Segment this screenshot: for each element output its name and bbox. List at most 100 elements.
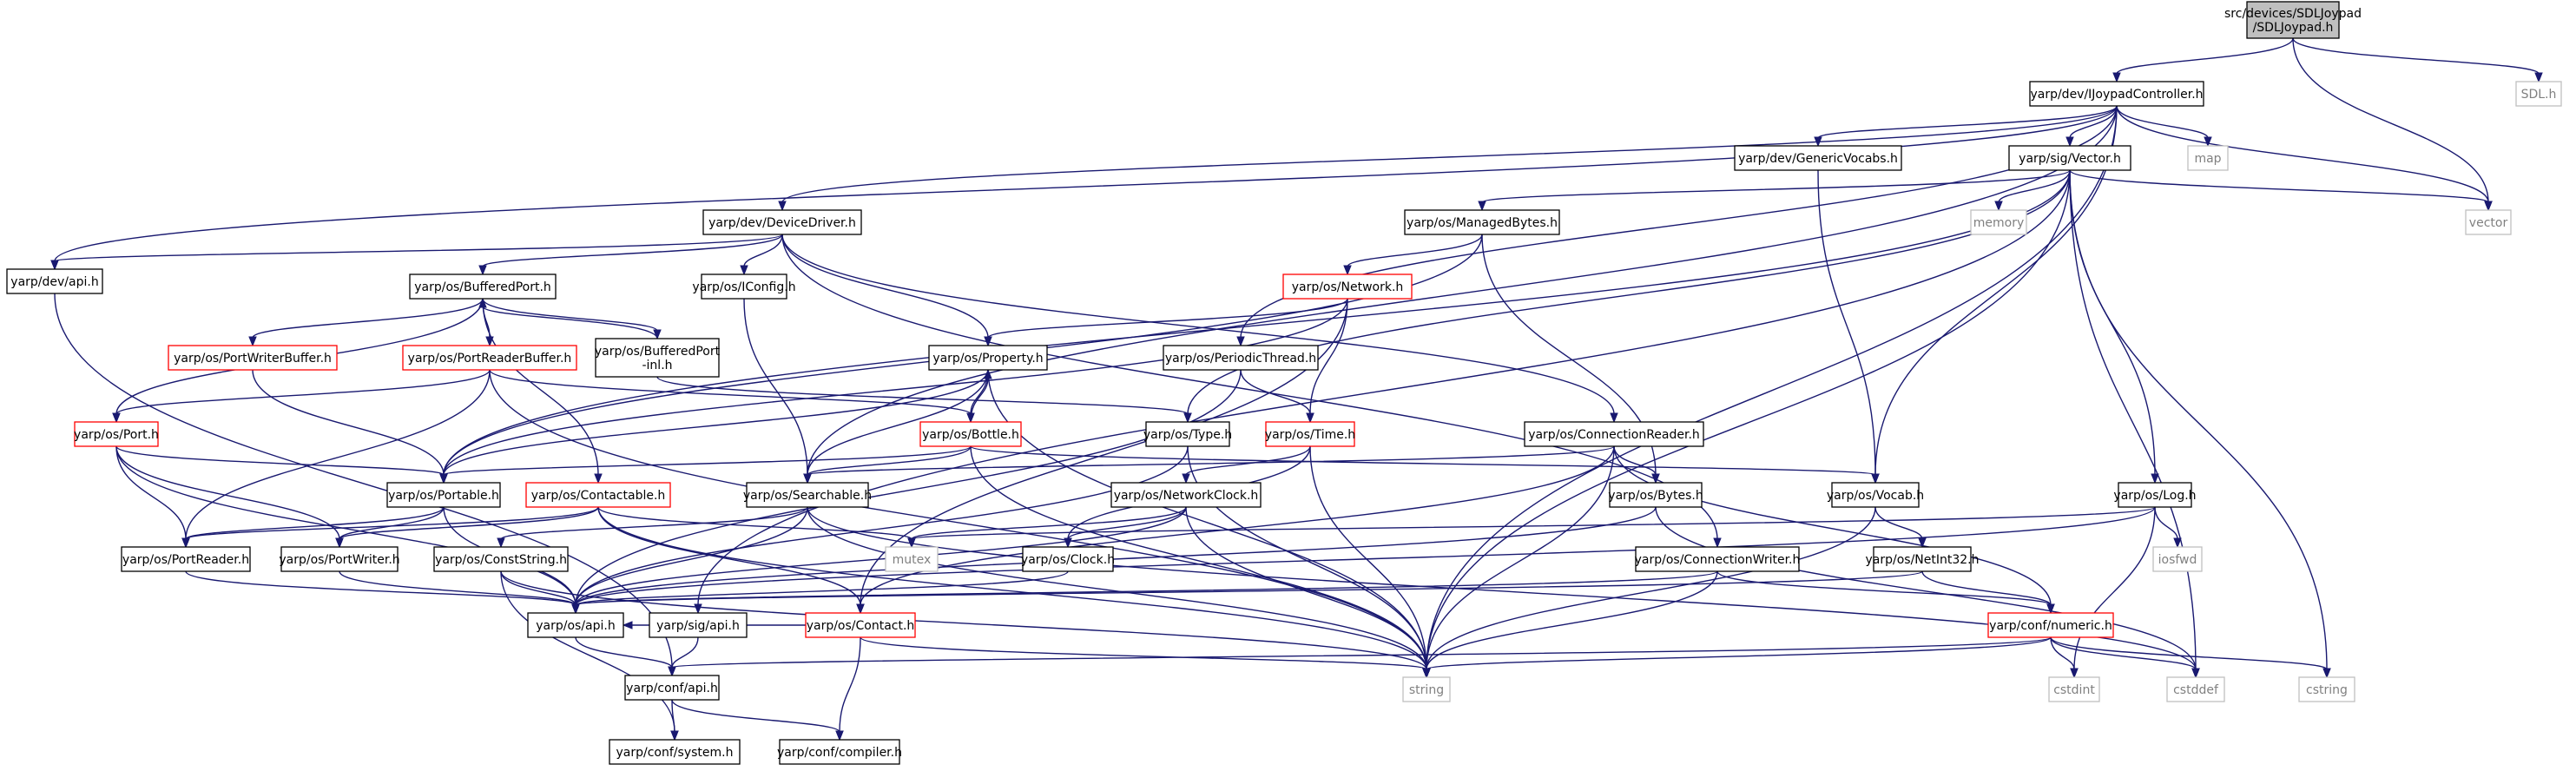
node-clock[interactable]: yarp/os/Clock.h bbox=[1021, 546, 1115, 572]
edge-line bbox=[743, 298, 808, 476]
edge-line bbox=[575, 636, 673, 669]
edge-line bbox=[252, 298, 484, 339]
node-log[interactable]: yarp/os/Log.h bbox=[2113, 482, 2197, 508]
node-label: cstddef bbox=[2173, 683, 2219, 697]
node-vocab[interactable]: yarp/os/Vocab.h bbox=[1827, 482, 1924, 508]
node-label: memory bbox=[1973, 216, 2025, 230]
node-label: yarp/os/PortReaderBuffer.h bbox=[408, 352, 572, 366]
arrowhead bbox=[181, 537, 190, 549]
node-pwb[interactable]: yarp/os/PortWriterBuffer.h bbox=[168, 345, 338, 371]
node-box bbox=[433, 546, 569, 572]
node-gv[interactable]: yarp/dev/GenericVocabs.h bbox=[1734, 145, 1902, 171]
node-cs[interactable]: yarp/os/ConstString.h bbox=[433, 546, 569, 572]
node-osapi[interactable]: yarp/os/api.h bbox=[527, 612, 624, 638]
edge-line bbox=[597, 506, 861, 606]
arrowhead bbox=[594, 473, 603, 484]
edge-line bbox=[743, 234, 783, 267]
node-bp[interactable]: yarp/os/BufferedPort.h bbox=[409, 273, 557, 300]
node-box bbox=[701, 273, 787, 300]
arrowhead bbox=[248, 336, 257, 347]
arrowhead bbox=[2204, 136, 2212, 148]
node-label: yarp/os/api.h bbox=[536, 619, 615, 633]
node-cr[interactable]: yarp/os/ConnectionReader.h bbox=[1524, 421, 1704, 447]
edge-line bbox=[671, 699, 840, 733]
edge-dd-to-cw bbox=[781, 234, 1722, 549]
node-netclock[interactable]: yarp/os/NetworkClock.h bbox=[1110, 482, 1262, 508]
edge-ijc-to-vec bbox=[2065, 105, 2118, 148]
edge-ijc-to-string bbox=[1422, 105, 2118, 679]
edge-prop-to-portable bbox=[439, 369, 989, 484]
edge-line bbox=[115, 445, 576, 606]
node-box bbox=[1282, 273, 1413, 300]
node-searchable[interactable]: yarp/os/Searchable.h bbox=[743, 482, 872, 508]
edge-line bbox=[500, 570, 576, 606]
node-label: -inl.h bbox=[642, 359, 672, 372]
node-prb[interactable]: yarp/os/PortReaderBuffer.h bbox=[402, 345, 577, 371]
node-compiler[interactable]: yarp/conf/compiler.h bbox=[777, 739, 902, 765]
node-pwriter[interactable]: yarp/os/PortWriter.h bbox=[279, 546, 400, 572]
edge-line bbox=[1347, 234, 1483, 267]
node-pt[interactable]: yarp/os/PeriodicThread.h bbox=[1163, 345, 1319, 371]
edge-contactable-to-contact bbox=[597, 506, 865, 615]
node-cw[interactable]: yarp/os/ConnectionWriter.h bbox=[1635, 546, 1801, 572]
node-prop[interactable]: yarp/os/Property.h bbox=[928, 345, 1048, 371]
edge-line bbox=[1426, 570, 1718, 670]
edge-root-to-sdl bbox=[2292, 37, 2543, 83]
node-contactable[interactable]: yarp/os/Contactable.h bbox=[525, 482, 671, 508]
edge-bpinl-to-type bbox=[656, 376, 1192, 424]
node-devapi[interactable]: yarp/dev/api.h bbox=[6, 268, 103, 294]
arrowhead bbox=[778, 201, 787, 212]
edge-ijc-to-devapi bbox=[50, 105, 2118, 271]
edge-line bbox=[489, 369, 1427, 670]
arrowhead bbox=[1064, 537, 1072, 549]
node-confapi[interactable]: yarp/conf/api.h bbox=[624, 675, 720, 701]
edge-line bbox=[1240, 369, 1311, 415]
edge-line bbox=[1309, 298, 1348, 415]
node-sigapi[interactable]: yarp/sig/api.h bbox=[649, 612, 748, 638]
edge-dd-to-cr bbox=[781, 234, 1618, 424]
node-mb[interactable]: yarp/os/ManagedBytes.h bbox=[1404, 209, 1560, 235]
node-iconfig[interactable]: yarp/os/IConfig.h bbox=[692, 273, 796, 300]
edge-line bbox=[443, 298, 1348, 476]
node-net[interactable]: yarp/os/Network.h bbox=[1282, 273, 1413, 300]
node-label: yarp/os/PortReader.h bbox=[122, 553, 249, 567]
node-type[interactable]: yarp/os/Type.h bbox=[1143, 421, 1232, 447]
node-system[interactable]: yarp/conf/system.h bbox=[609, 739, 741, 765]
edge-confapi-to-compiler bbox=[671, 699, 844, 741]
edge-line bbox=[482, 306, 658, 339]
node-ni32[interactable]: yarp/os/NetInt32.h bbox=[1865, 546, 1980, 572]
edge-line bbox=[781, 105, 2118, 203]
arrowhead bbox=[497, 537, 505, 549]
edge-line bbox=[575, 506, 808, 606]
arrowhead bbox=[2070, 668, 2079, 679]
edge-line bbox=[1426, 169, 2071, 670]
edge-line bbox=[575, 570, 1923, 606]
node-label: yarp/os/NetworkClock.h bbox=[1114, 489, 1259, 503]
node-preader[interactable]: yarp/os/PortReader.h bbox=[121, 546, 251, 572]
node-bpinl[interactable]: yarp/os/BufferedPort-inl.h bbox=[595, 338, 721, 378]
edge-line bbox=[2069, 105, 2118, 139]
edge-line bbox=[2073, 506, 2156, 670]
edge-line bbox=[443, 369, 989, 476]
node-bottle[interactable]: yarp/os/Bottle.h bbox=[919, 421, 1022, 447]
edge-contactable-to-preader bbox=[181, 506, 599, 549]
edge-clock-to-osapi bbox=[571, 570, 1069, 615]
node-time[interactable]: yarp/os/Time.h bbox=[1265, 421, 1355, 447]
edge-line bbox=[185, 506, 445, 540]
edge-line bbox=[597, 506, 912, 540]
node-bytes[interactable]: yarp/os/Bytes.h bbox=[1608, 482, 1703, 508]
node-vec[interactable]: yarp/sig/Vector.h bbox=[2008, 145, 2131, 171]
edge-numeric-to-string bbox=[1422, 636, 2052, 679]
node-label: yarp/os/Time.h bbox=[1265, 428, 1355, 442]
node-numeric[interactable]: yarp/conf/numeric.h bbox=[1987, 612, 2114, 638]
edge-net-to-prop bbox=[984, 298, 1348, 347]
node-dd[interactable]: yarp/dev/DeviceDriver.h bbox=[702, 209, 862, 235]
node-ijc[interactable]: yarp/dev/IJoypadController.h bbox=[2029, 81, 2204, 107]
node-port[interactable]: yarp/os/Port.h bbox=[74, 421, 159, 447]
node-contact[interactable]: yarp/os/Contact.h bbox=[805, 612, 916, 638]
edge-line bbox=[575, 570, 1718, 606]
node-portable[interactable]: yarp/os/Portable.h bbox=[386, 482, 501, 508]
node-label: yarp/os/Searchable.h bbox=[743, 489, 872, 503]
edge-line bbox=[807, 506, 2197, 670]
node-box bbox=[746, 482, 869, 508]
